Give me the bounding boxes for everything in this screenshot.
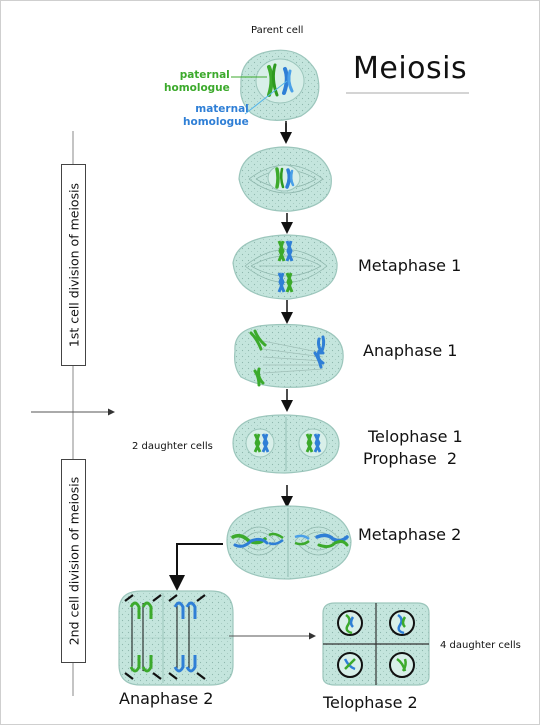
metaphase2-cells	[226, 505, 352, 580]
paternal-homologue-label: paternal homologue	[164, 69, 230, 94]
second-division-label: 2nd cell division of meiosis	[66, 476, 81, 646]
prophase1-cell	[238, 146, 332, 212]
second-division-box: 2nd cell division of meiosis	[61, 459, 86, 663]
first-division-box: 1st cell division of meiosis	[61, 164, 86, 366]
anaphase2-cells	[118, 590, 234, 686]
metaphase1-cell	[232, 234, 338, 300]
metaphase2-label: Metaphase 2	[358, 525, 462, 544]
prophase2-label: Prophase 2	[363, 449, 458, 468]
diagram-title: Meiosis	[353, 51, 468, 86]
telophase1-cells	[232, 414, 340, 474]
first-division-label: 1st cell division of meiosis	[66, 182, 81, 348]
anaphase2-label: Anaphase 2	[119, 689, 214, 708]
parent-cell-label: Parent cell	[251, 25, 304, 36]
anaphase1-label: Anaphase 1	[363, 341, 458, 360]
two-daughter-cells-label: 2 daughter cells	[132, 441, 213, 452]
metaphase1-label: Metaphase 1	[358, 256, 462, 275]
anaphase1-cell	[234, 323, 344, 388]
telophase2-label: Telophase 2	[323, 693, 418, 712]
parent-cell	[240, 49, 320, 121]
maternal-pointer	[244, 80, 288, 115]
telophase2-cells	[322, 602, 430, 686]
four-daughter-cells-label: 4 daughter cells	[440, 640, 521, 651]
telophase1-label: Telophase 1	[368, 427, 463, 446]
arrow-6	[169, 543, 223, 591]
maternal-homologue-label: maternal homologue	[183, 103, 249, 128]
